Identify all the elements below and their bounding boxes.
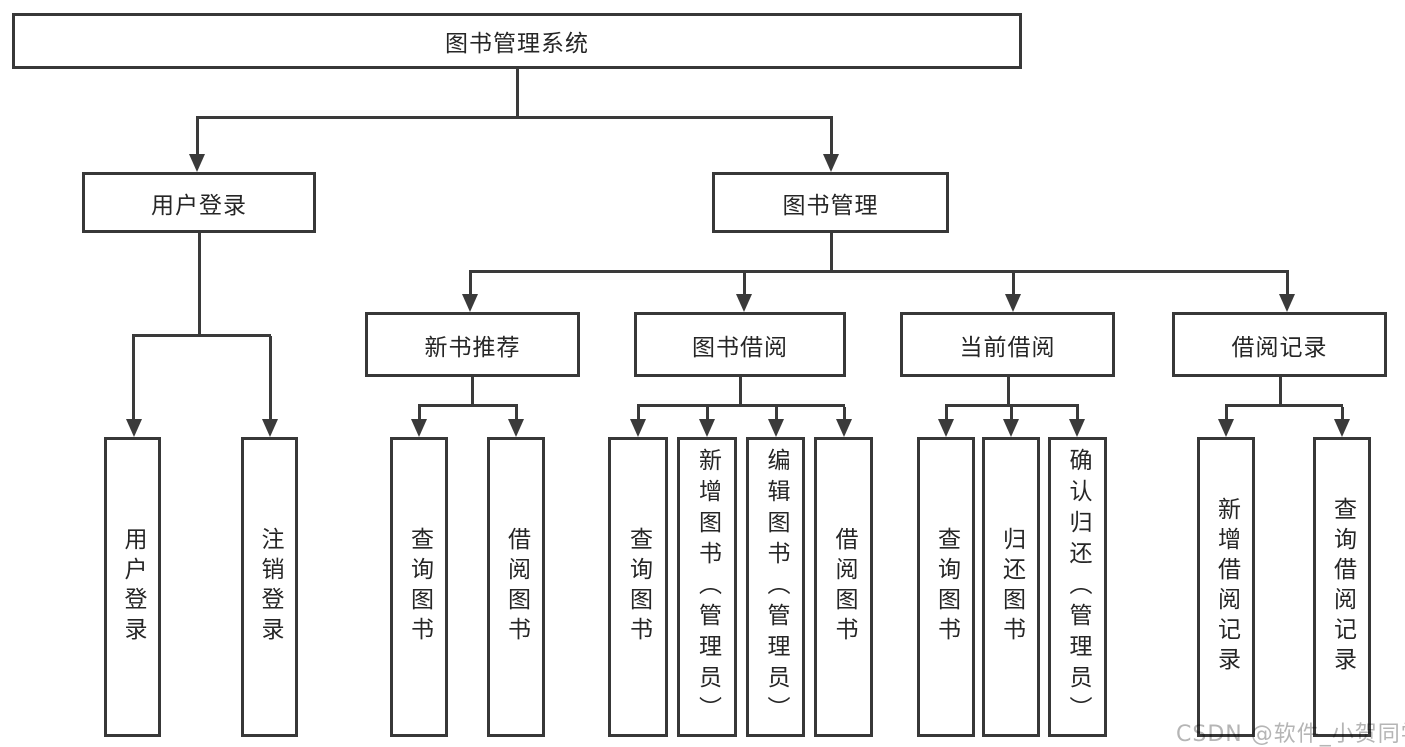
node-label: 查询图书 xyxy=(933,527,960,647)
node-label: 确认归还（管理员） xyxy=(1065,447,1091,727)
arrow-down-icon xyxy=(768,419,784,437)
connector-line xyxy=(1225,407,1228,421)
connector-line xyxy=(196,116,833,119)
node-label: 新增借阅记录 xyxy=(1213,497,1240,677)
connector-line xyxy=(198,233,201,336)
node-book-management: 图书管理 xyxy=(712,172,949,233)
node-logout: 注销登录 xyxy=(241,437,298,737)
node-query-borrow-record: 查询借阅记录 xyxy=(1313,437,1371,737)
arrow-down-icon xyxy=(1218,419,1234,437)
connector-line xyxy=(743,273,746,295)
connector-line xyxy=(469,273,472,295)
node-label: 当前借阅 xyxy=(959,334,1056,361)
node-label: 图书借阅 xyxy=(692,334,788,361)
node-label: 注销登录 xyxy=(257,527,283,647)
node-label: 查询图书 xyxy=(406,527,433,647)
node-label: 查询图书 xyxy=(625,527,652,647)
connector-line xyxy=(516,68,519,119)
arrow-down-icon xyxy=(462,294,478,312)
node-library-management-system: 图书管理系统 xyxy=(12,13,1022,69)
node-label: 归还图书 xyxy=(998,527,1025,647)
connector-line xyxy=(775,407,778,421)
connector-line xyxy=(132,334,271,337)
node-label: 新增图书（管理员） xyxy=(694,447,721,727)
arrow-down-icon xyxy=(1005,294,1021,312)
node-label: 图书管理 xyxy=(782,192,879,219)
arrow-down-icon xyxy=(189,154,205,172)
node-query-books-2: 查询图书 xyxy=(608,437,668,737)
node-label: 新书推荐 xyxy=(424,334,521,361)
connector-line xyxy=(637,404,845,407)
connector-line xyxy=(1007,377,1010,407)
connector-line xyxy=(739,377,742,407)
connector-line xyxy=(1286,273,1289,295)
connector-line xyxy=(1010,407,1013,421)
node-add-borrow-record: 新增借阅记录 xyxy=(1197,437,1255,737)
node-return-books: 归还图书 xyxy=(982,437,1040,737)
connector-line xyxy=(637,407,640,421)
node-borrow-books-1: 借阅图书 xyxy=(487,437,545,737)
connector-line xyxy=(830,118,833,156)
arrow-down-icon xyxy=(508,419,524,437)
connector-line xyxy=(843,407,846,421)
node-query-books-1: 查询图书 xyxy=(390,437,448,737)
connector-line xyxy=(196,118,199,156)
node-user-login-leaf: 用户登录 xyxy=(104,437,161,737)
node-borrow-records: 借阅记录 xyxy=(1172,312,1387,377)
connector-line xyxy=(418,404,518,407)
node-label: 查询借阅记录 xyxy=(1329,497,1356,677)
node-current-borrowing: 当前借阅 xyxy=(900,312,1115,377)
csdn-watermark: CSDN @软件_小贺同学 xyxy=(1176,722,1405,747)
arrow-down-icon xyxy=(1069,419,1085,437)
arrow-down-icon xyxy=(836,419,852,437)
node-add-books-admin: 新增图书（管理员） xyxy=(677,437,737,737)
arrow-down-icon xyxy=(1279,294,1295,312)
node-label: 借阅图书 xyxy=(503,527,530,647)
node-new-book-recommend: 新书推荐 xyxy=(365,312,580,377)
node-user-login: 用户登录 xyxy=(82,172,316,233)
connector-line xyxy=(515,407,518,421)
node-label: 借阅记录 xyxy=(1231,334,1328,361)
arrow-down-icon xyxy=(126,419,142,437)
arrow-down-icon xyxy=(736,294,752,312)
arrow-down-icon xyxy=(1334,419,1350,437)
connector-line xyxy=(706,407,709,421)
connector-line xyxy=(830,233,833,273)
node-borrow-books-2: 借阅图书 xyxy=(814,437,873,737)
connector-line xyxy=(469,270,1289,273)
arrow-down-icon xyxy=(699,419,715,437)
arrow-down-icon xyxy=(630,419,646,437)
connector-line xyxy=(269,336,272,420)
node-edit-books-admin: 编辑图书（管理员） xyxy=(746,437,805,737)
node-label: 用户登录 xyxy=(120,527,146,647)
node-query-books-3: 查询图书 xyxy=(917,437,975,737)
connector-line xyxy=(945,404,1079,407)
arrow-down-icon xyxy=(823,154,839,172)
node-confirm-return-admin: 确认归还（管理员） xyxy=(1048,437,1107,737)
connector-line xyxy=(1341,407,1344,421)
connector-line xyxy=(1012,273,1015,295)
node-label: 借阅图书 xyxy=(831,527,857,647)
node-label: 编辑图书（管理员） xyxy=(763,447,789,727)
arrow-down-icon xyxy=(1003,419,1019,437)
connector-line xyxy=(471,377,474,407)
node-label: 图书管理系统 xyxy=(445,31,589,57)
arrow-down-icon xyxy=(938,419,954,437)
connector-line xyxy=(418,407,421,421)
connector-line xyxy=(1076,407,1079,421)
arrow-down-icon xyxy=(262,419,278,437)
node-label: 用户登录 xyxy=(151,192,247,219)
connector-line xyxy=(945,407,948,421)
node-book-borrowing: 图书借阅 xyxy=(634,312,846,377)
connector-line xyxy=(1279,377,1282,407)
connector-line xyxy=(1225,404,1343,407)
arrow-down-icon xyxy=(411,419,427,437)
connector-line xyxy=(132,336,135,420)
